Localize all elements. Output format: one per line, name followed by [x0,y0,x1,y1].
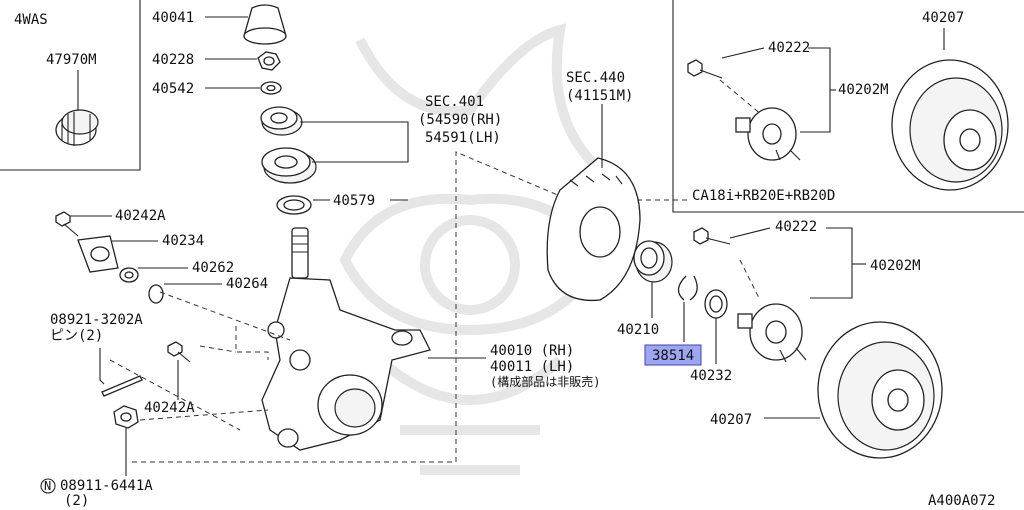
sec440-title: SEC.440 [566,70,625,86]
part-label-40202m-bottom: 40202M [870,258,921,274]
part-label-40010: 40010 (RH) [490,343,574,359]
part-label-40234: 40234 [162,233,204,249]
sec440-sub: (41151M) [566,88,633,104]
part-label-40232: 40232 [690,368,732,384]
highlight-38514 [644,344,702,366]
nut-symbol-circle [40,478,56,494]
pin-code-label: 08921-3202A [50,312,143,328]
part-label-40011: 40011 (LH) [490,359,574,375]
variant-4was-label: 4WAS [14,12,48,28]
variant-engine-label: CA18i+RB20E+RB20D [692,188,835,204]
part-label-40041: 40041 [152,10,194,26]
sensor-ring-47970m [55,109,99,146]
grease-seal-40579 [276,195,312,215]
hub-40202m-bottom [737,303,807,363]
cotter-pin [101,375,143,397]
snap-ring-38514 [677,275,698,301]
bracket-40234 [77,235,119,273]
watermark-emblem [339,23,606,475]
inset-engine-variant: 40222 40202M 40207 CA18i+RB20E+RB20D [687,10,1009,204]
nut-08911 [113,405,139,429]
part-label-40210: 40210 [617,322,659,338]
hub-bolt-bottom [693,227,731,245]
note-not-sold: (構成部品は非販売) [490,374,600,389]
part-label-40207-bottom: 40207 [710,412,752,428]
hub-40202m-top [735,107,801,161]
pin-name-label: ピン(2) [50,328,103,344]
backing-plate-sec440 [546,157,641,302]
part-label-40242a-top: 40242A [115,208,166,224]
shim-40264 [148,284,164,304]
part-label-47970m: 47970M [46,52,97,68]
outer-bearing [260,106,303,136]
nut-qty-label: (2) [64,493,89,509]
nut-symbol: N [44,479,51,493]
sec401-rh: (54590(RH) [418,112,502,128]
upper-stack: 40041 40228 40542 SEC.401 (54590(RH) 545… [152,4,502,215]
rotor-40207-top [891,59,1009,191]
part-label-38514[interactable]: 38514 [652,348,694,364]
part-label-40579: 40579 [333,193,375,209]
rotor-40207-bottom [817,321,943,459]
inset-4was: 4WAS 47970M [14,12,99,146]
part-label-40228: 40228 [152,52,194,68]
part-label-40264: 40264 [226,276,268,292]
sec401-title: SEC.401 [425,94,484,110]
part-label-40262: 40262 [192,260,234,276]
nut-code-label: 08911-6441A [60,478,153,494]
bolt-40242a-top [55,211,79,237]
part-label-40542: 40542 [152,81,194,97]
left-small-parts: 40242A 40234 40262 40264 08921-3202A ピン(… [40,208,268,509]
part-label-40242a-bottom: 40242A [144,400,195,416]
sec401-lh: 54591(LH) [425,130,501,146]
inner-bearing [261,147,317,184]
part-label-40222-top: 40222 [768,40,810,56]
seal-40232 [704,289,728,319]
hub-bolt-top [687,59,723,79]
part-label-40207-top: 40207 [922,10,964,26]
part-label-40222-bottom: 40222 [775,219,817,235]
hub-nut-40228 [257,51,281,71]
steering-knuckle [261,227,431,451]
lower-hub-assembly: 40222 40202M 40207 [693,219,943,459]
bolt-40242a-bottom [167,341,191,363]
guide-lines [109,79,781,463]
inset-frames [0,0,1024,213]
diagram-code: A400A072 [928,493,995,509]
wheel-bearing-40210 [633,240,673,283]
part-label-40202m-top: 40202M [838,82,889,98]
